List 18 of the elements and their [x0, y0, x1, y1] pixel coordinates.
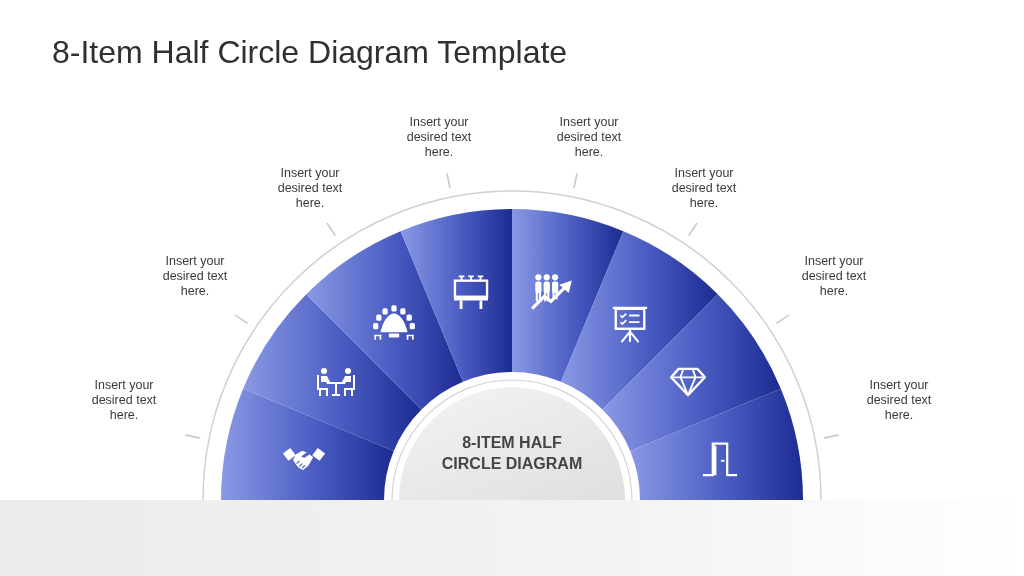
- center-label: 8-ITEM HALF CIRCLE DIAGRAM: [441, 434, 583, 472]
- wedge-segment: [306, 231, 464, 410]
- wedge-segment: [512, 209, 624, 382]
- item-caption: Insert your desired text here.: [162, 254, 228, 298]
- wedge-segment: [602, 294, 781, 452]
- item-caption: Insert your desired text here.: [671, 166, 737, 210]
- item-caption: Insert your desired text here.: [801, 254, 867, 298]
- item-caption: Insert your desired text here.: [556, 115, 622, 159]
- wedge-segment: [221, 388, 394, 500]
- item-caption: Insert your desired text here.: [277, 166, 343, 210]
- item-caption: Insert your desired text here.: [406, 115, 472, 159]
- slide-title: 8-Item Half Circle Diagram Template: [52, 33, 568, 72]
- wedge-segment: [630, 388, 803, 500]
- item-caption: Insert your desired text here.: [866, 378, 932, 422]
- item-caption: Insert your desired text here.: [91, 378, 157, 422]
- wedge-segment: [243, 294, 422, 452]
- wedge-segment: [400, 209, 512, 382]
- wedge-segment: [560, 231, 718, 410]
